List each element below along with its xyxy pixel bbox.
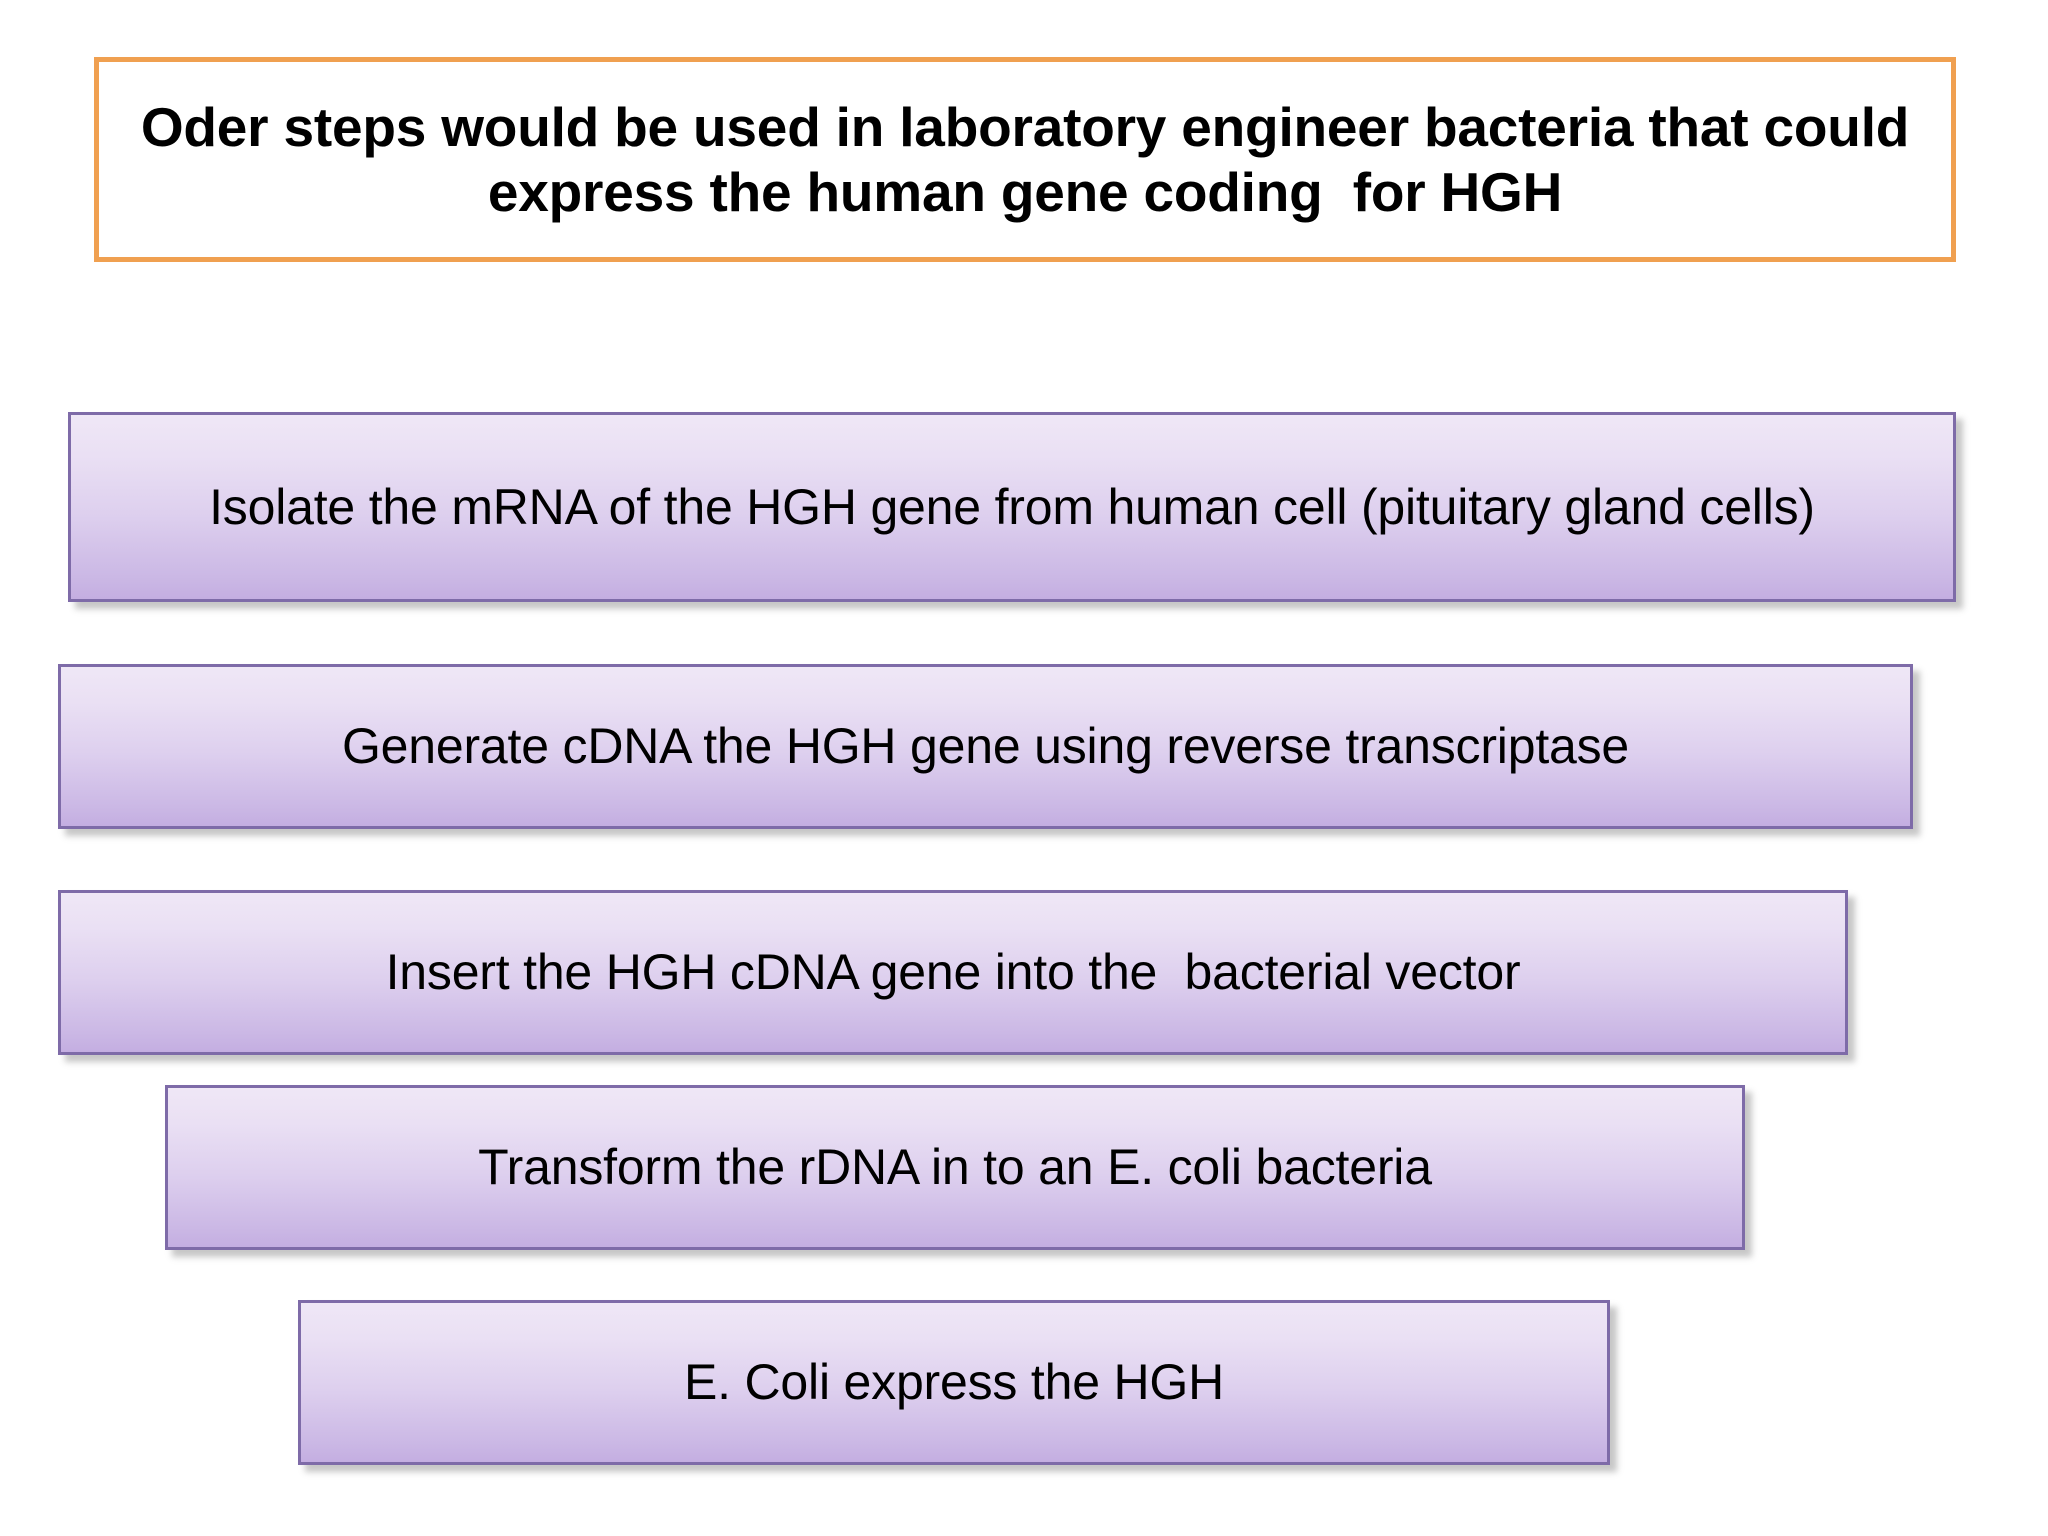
flow-step-2[interactable]: Generate cDNA the HGH gene using reverse… [58,664,1913,829]
flow-step-5-label: E. Coli express the HGH [683,1354,1225,1410]
flow-step-3[interactable]: Insert the HGH cDNA gene into the bacter… [58,890,1848,1055]
flow-step-1-label: Isolate the mRNA of the HGH gene from hu… [209,478,1815,535]
flow-step-1[interactable]: Isolate the mRNA of the HGH gene from hu… [68,412,1956,602]
flow-step-2-label: Generate cDNA the HGH gene using reverse… [341,718,1630,774]
flow-step-4[interactable]: Transform the rDNA in to an E. coli bact… [165,1085,1745,1250]
page-title: Oder steps would be used in laboratory e… [140,95,1925,223]
flow-step-4-label: Transform the rDNA in to an E. coli bact… [478,1139,1432,1195]
flow-step-3-label: Insert the HGH cDNA gene into the bacter… [385,944,1521,1000]
flow-step-5[interactable]: E. Coli express the HGH [298,1300,1610,1465]
title-box: Oder steps would be used in laboratory e… [94,57,1956,262]
